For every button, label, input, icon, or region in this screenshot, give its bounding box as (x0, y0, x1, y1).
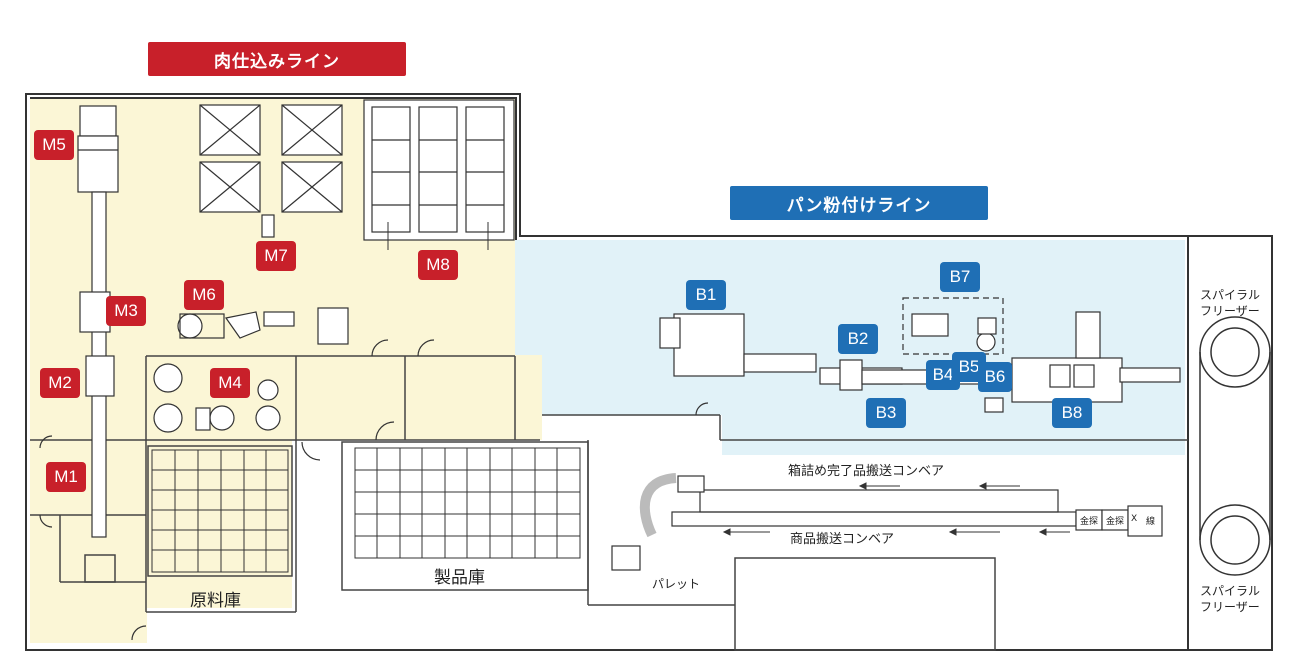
product-storage-racks (354, 447, 581, 559)
xray-label-1: X (1131, 514, 1138, 524)
raw-storage-racks (151, 449, 289, 573)
marker-b2: B2 (838, 324, 878, 354)
meat-line-banner: 肉仕込みライン (148, 42, 406, 76)
m6-m4-equipment (153, 307, 349, 433)
metal-detector-1: 金探 (1080, 517, 1099, 527)
marker-m6: M6 (184, 280, 224, 310)
marker-b7: B7 (940, 262, 980, 292)
spiral-freezer-bottom-line2: フリーザー (1200, 600, 1260, 614)
marker-b3: B3 (866, 398, 906, 428)
marker-b6: B6 (978, 362, 1012, 392)
spiral-freezer-top-line2: フリーザー (1200, 304, 1260, 318)
product-storage-label: 製品庫 (434, 568, 485, 588)
marker-m1: M1 (46, 462, 86, 492)
building-outline (25, 93, 1273, 651)
vertical-line-equipment (77, 105, 119, 538)
marker-m8: M8 (418, 250, 458, 280)
xray-label-2: 線 (1146, 517, 1156, 527)
marker-m7: M7 (256, 241, 296, 271)
marker-b1: B1 (686, 280, 726, 310)
boxed-conveyor-label: 箱詰め完了品搬送コンベア (788, 464, 945, 479)
marker-b8: B8 (1052, 398, 1092, 428)
m7-machines (199, 104, 343, 238)
marker-m3: M3 (106, 296, 146, 326)
marker-m5: M5 (34, 130, 74, 160)
m8-units (363, 99, 515, 241)
marker-m4: M4 (210, 368, 250, 398)
metal-detector-2: 金探 (1106, 517, 1125, 527)
spiral-freezers (1199, 316, 1271, 576)
spiral-freezer-top-line1: スパイラル (1200, 288, 1261, 302)
product-conveyor-label: 商品搬送コンベア (790, 532, 895, 547)
raw-storage-label: 原料庫 (190, 591, 241, 611)
conveyor-lines (611, 473, 1163, 571)
marker-m2: M2 (40, 368, 80, 398)
conveyor-arrows (387, 222, 1070, 536)
bread-line-banner: パン粉付けライン (730, 186, 988, 220)
doors (39, 339, 709, 641)
pallet-label: パレット (652, 577, 701, 591)
internal-walls (30, 355, 1188, 651)
spiral-freezer-bottom-line1: スパイラル (1200, 584, 1261, 598)
